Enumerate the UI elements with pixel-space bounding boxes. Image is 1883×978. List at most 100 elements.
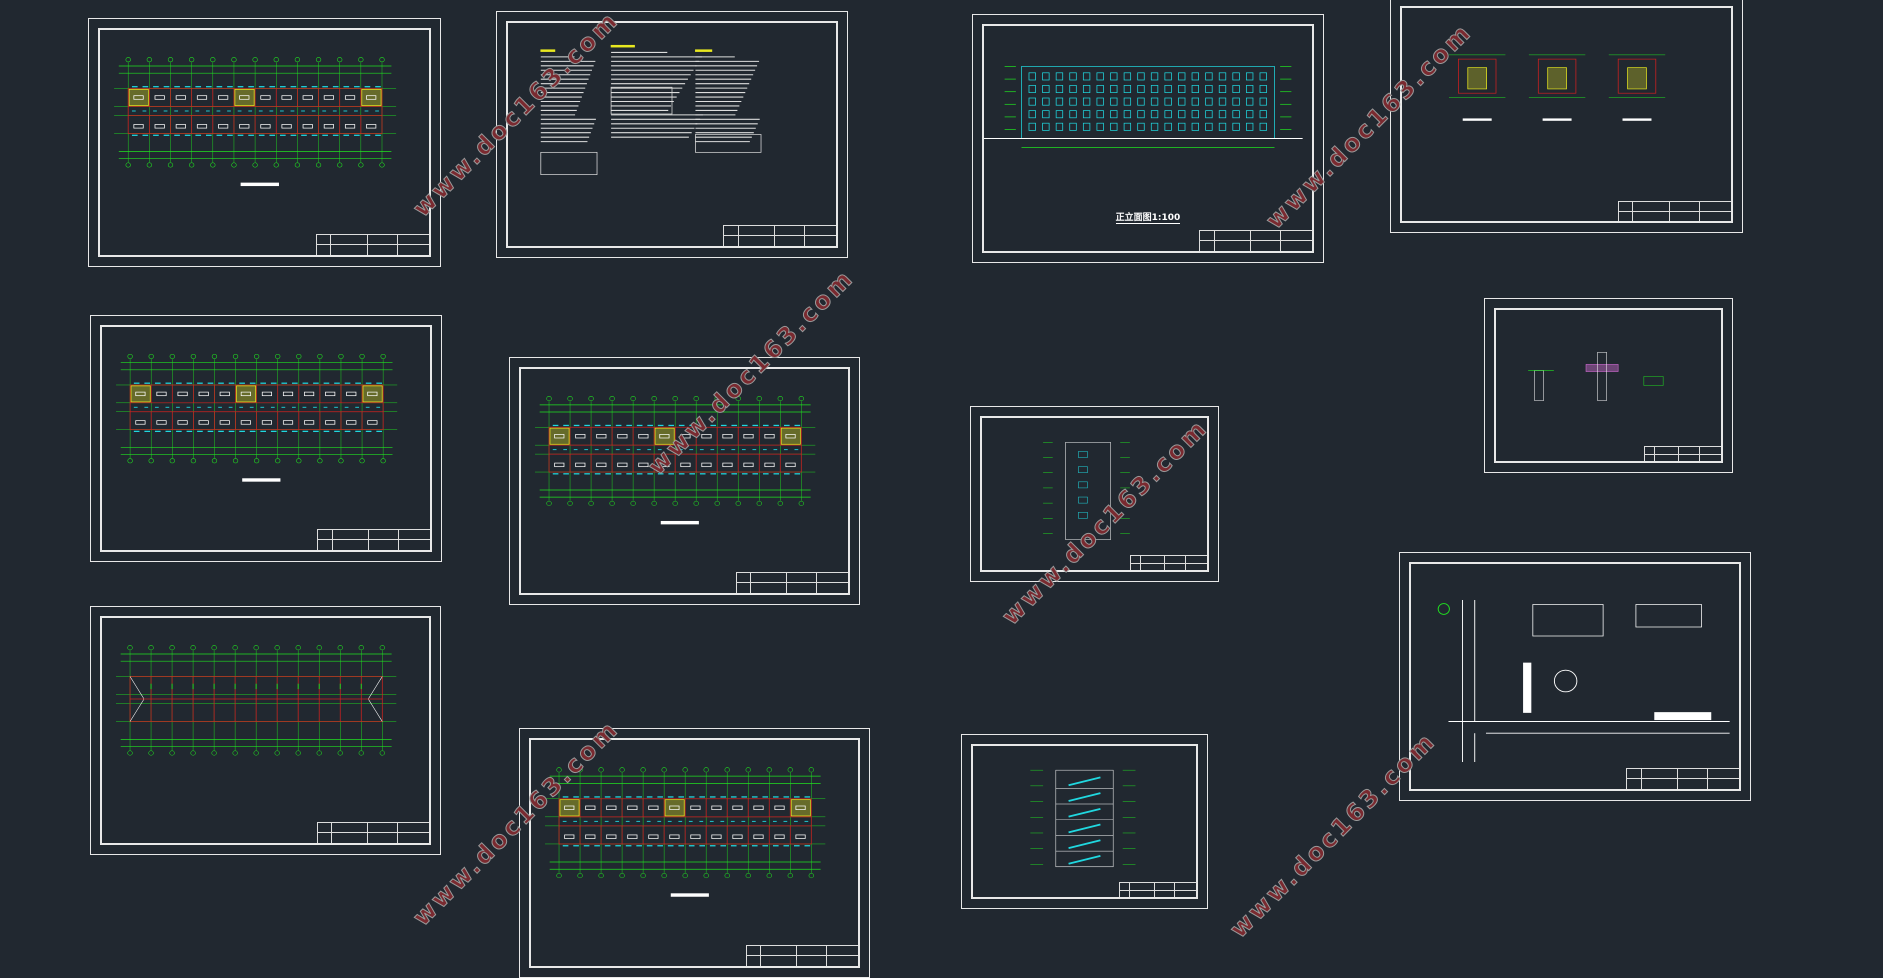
room-label <box>743 462 754 468</box>
sheet-border <box>100 616 431 845</box>
window <box>1082 72 1091 81</box>
title-block <box>735 571 848 593</box>
window <box>1178 122 1186 131</box>
title-block <box>1643 446 1721 461</box>
room-label <box>282 391 294 397</box>
window <box>1205 72 1213 81</box>
room-label <box>575 434 586 439</box>
room-label <box>366 95 377 100</box>
room-label <box>774 805 785 810</box>
room-label <box>302 95 313 100</box>
axis-bubble <box>167 57 174 63</box>
window <box>1246 122 1254 131</box>
room-label <box>627 834 638 839</box>
drawing-sheet-third-floor-plan[interactable] <box>509 357 860 605</box>
window <box>1110 85 1118 93</box>
axis-bubble <box>232 645 238 651</box>
window <box>1123 122 1132 131</box>
axis-bubble <box>169 353 175 359</box>
room-label <box>669 834 680 839</box>
window <box>1137 122 1145 131</box>
room-label <box>795 805 806 810</box>
window <box>1137 72 1145 81</box>
sheet-border <box>971 744 1198 899</box>
room-label <box>606 805 617 810</box>
drawing-sheet-roof-plan[interactable] <box>90 606 441 855</box>
room-label <box>198 391 209 397</box>
axis-bubble <box>787 873 793 879</box>
sheet-border <box>1409 562 1741 791</box>
drawing-sheet-front-elevation[interactable]: 正立面图1:100 <box>972 14 1324 263</box>
axis-bubble <box>380 458 386 464</box>
drawing-sheet-first-floor-plan[interactable] <box>88 18 441 267</box>
room-label <box>753 805 764 810</box>
axis-bubble <box>146 162 152 168</box>
site-plan-drawing <box>1437 600 1730 762</box>
window <box>1232 122 1240 131</box>
window <box>1069 97 1077 106</box>
axis-bubble <box>724 767 730 773</box>
drawing-sheet-wall-details[interactable] <box>1484 298 1733 473</box>
axis-bubble <box>316 645 322 651</box>
window <box>1137 110 1145 119</box>
drawing-sheet-stair-details[interactable] <box>1390 0 1743 233</box>
axis-bubble <box>190 458 196 464</box>
axis-bubble <box>766 767 772 773</box>
drawing-sheet-second-floor-plan[interactable] <box>90 315 442 562</box>
axis-bubble <box>295 750 301 756</box>
window <box>1123 85 1132 93</box>
room-label <box>302 124 313 129</box>
window <box>1150 122 1159 131</box>
axis-bubble <box>232 353 239 359</box>
axis-bubble <box>317 458 323 464</box>
drawing-title <box>660 520 699 525</box>
plan-drawing <box>545 767 826 897</box>
drawing-sheet-section[interactable] <box>961 734 1208 909</box>
room-label <box>638 462 649 468</box>
window <box>1078 496 1088 504</box>
axis-bubble <box>295 645 301 651</box>
window <box>1042 97 1050 106</box>
axis-bubble <box>337 645 343 651</box>
axis-bubble <box>190 645 196 651</box>
roof-ridge <box>368 676 383 700</box>
stairwell <box>549 427 570 445</box>
room-label <box>346 391 357 397</box>
axis-bubble <box>588 500 594 506</box>
axis-bubble <box>556 873 562 879</box>
room-label <box>638 434 649 439</box>
axis-bubble <box>294 57 301 63</box>
drawing-sheet-site-plan[interactable] <box>1399 552 1751 801</box>
stair-flight <box>1068 807 1101 818</box>
axis-bubble <box>630 500 636 506</box>
window <box>1191 122 1199 131</box>
building <box>1654 712 1712 721</box>
axis-bubble <box>546 396 552 402</box>
stairwell <box>128 89 149 106</box>
room-label <box>367 391 378 397</box>
window <box>1055 85 1064 93</box>
window <box>1069 122 1077 131</box>
watermark: www.doc163.com <box>1224 726 1442 944</box>
window <box>1218 122 1227 131</box>
room-label <box>680 462 691 468</box>
room-label <box>239 124 250 129</box>
axis-bubble <box>254 458 260 464</box>
window <box>1055 97 1064 106</box>
axis-bubble <box>640 767 646 773</box>
sheet-border <box>506 21 838 248</box>
axis-bubble <box>337 162 343 168</box>
stairwell <box>654 427 675 445</box>
sheet-border <box>98 28 431 257</box>
drawing-sheet-side-elevation[interactable] <box>970 406 1219 582</box>
axis-bubble <box>661 767 667 773</box>
drawing-sheet-design-notes[interactable] <box>496 11 848 258</box>
axis-bubble <box>609 396 615 402</box>
room-label <box>732 805 743 810</box>
axis-bubble <box>682 767 688 773</box>
stair-flight <box>1068 776 1101 787</box>
title-block <box>1199 229 1312 251</box>
axis-bubble <box>231 57 237 63</box>
axis-bubble <box>661 873 667 879</box>
axis-bubble <box>358 162 364 168</box>
